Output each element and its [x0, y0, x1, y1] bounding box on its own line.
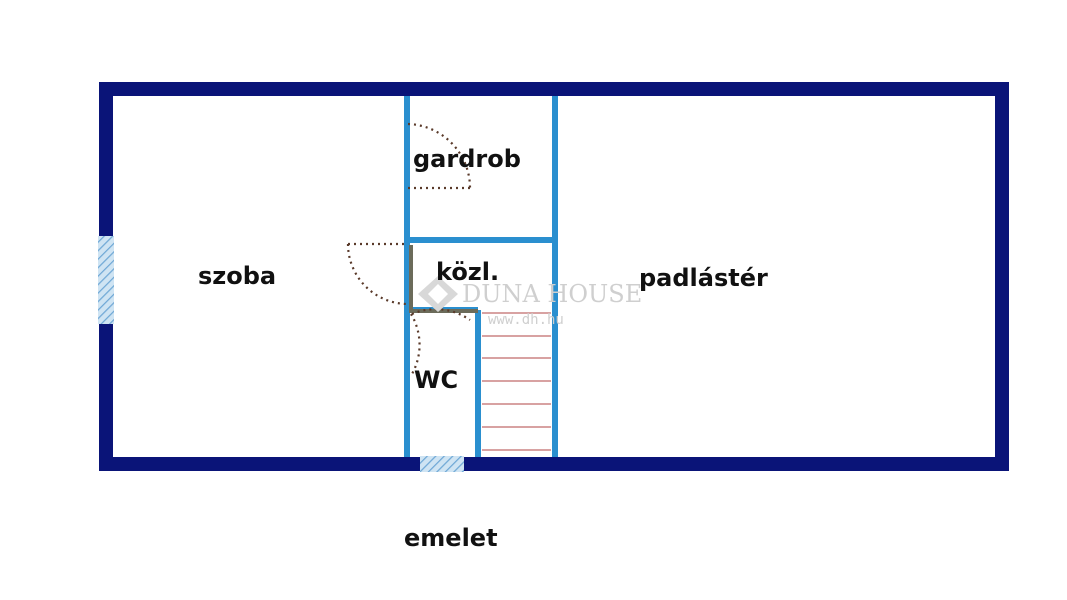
watermark-logo — [418, 276, 458, 312]
room-label-gardrob: gardrob — [413, 145, 521, 173]
watermark-brand: DUNA HOUSE — [462, 280, 643, 308]
floor-label: emelet — [404, 524, 498, 552]
room-label-szoba: szoba — [198, 262, 277, 290]
room-label-wc: WC — [414, 366, 459, 394]
window-left — [98, 236, 114, 324]
stairs — [482, 312, 551, 451]
watermark-url: www.dh.hu — [488, 312, 564, 328]
room-label-padlaster: padlástér — [639, 264, 768, 292]
door-swings — [346, 122, 472, 375]
wc-partition — [409, 245, 478, 313]
room-label-kozl: közl. — [436, 258, 500, 286]
window-bottom — [420, 456, 464, 472]
